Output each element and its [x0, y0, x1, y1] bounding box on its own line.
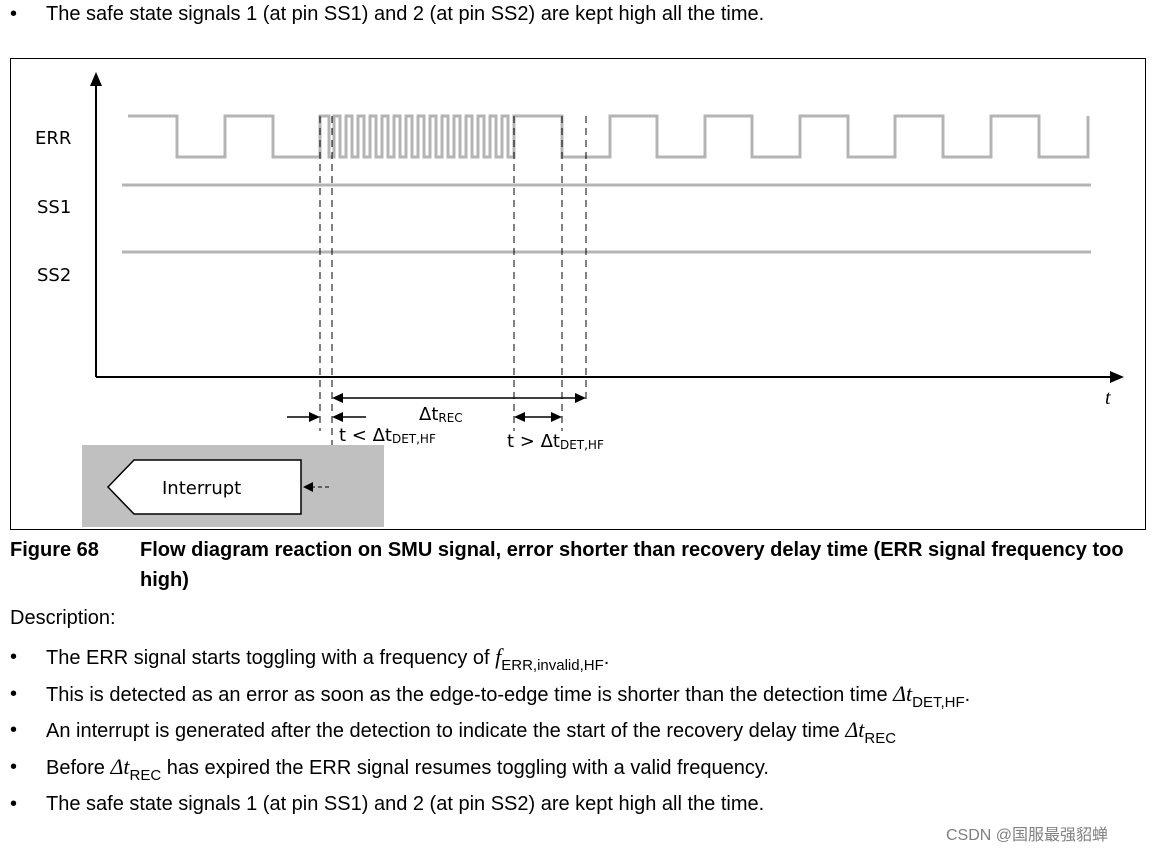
bullet-text: This is detected as an error as soon as …: [46, 681, 971, 712]
bullet-text: An interrupt is generated after the dete…: [46, 717, 897, 748]
bullet-text: Before ΔtREC has expired the ERR signal …: [46, 754, 769, 785]
watermark: CSDN @国服最强貂蝉: [946, 827, 1109, 844]
intro-bullet-text: The safe state signals 1 (at pin SS1) an…: [46, 3, 765, 25]
dt-rec-label: ΔtREC: [419, 404, 463, 425]
time-axis-label: t: [1105, 387, 1111, 409]
err-label: ERR: [35, 128, 71, 149]
description-label: Description:: [10, 607, 116, 629]
interrupt-shape: [106, 459, 302, 515]
bullet-marker: •: [10, 756, 18, 778]
short-interval-arrows: [287, 412, 366, 422]
long-interval-arrow: [514, 412, 562, 422]
figure-number: Figure 68: [10, 539, 99, 561]
interrupt-label: Interrupt: [162, 478, 241, 499]
bullet-marker: •: [10, 793, 18, 815]
timing-diagram-svg: t ERR SS1 SS2 ΔtREC: [35, 72, 1124, 527]
y-axis-arrow: [90, 72, 102, 86]
bullet-marker: •: [10, 719, 18, 741]
time-axis-arrow: [1110, 371, 1124, 383]
axes: t: [90, 72, 1124, 409]
ss1-label: SS1: [37, 197, 71, 218]
bullet-text: The safe state signals 1 (at pin SS1) an…: [46, 793, 765, 815]
bullet-marker: •: [10, 683, 18, 705]
bullet-marker: •: [10, 3, 18, 25]
short-interval-label: t < ΔtDET,HF: [339, 425, 436, 446]
dt-rec-arrow: [332, 393, 586, 403]
figure-title: Flow diagram reaction on SMU signal, err…: [140, 539, 1124, 591]
interrupt-arrow: [303, 482, 332, 492]
dashed-markers: [319, 116, 587, 489]
ss2-label: SS2: [37, 265, 71, 286]
bullet-text: The ERR signal starts toggling with a fr…: [46, 644, 610, 675]
timing-diagram: t ERR SS1 SS2 ΔtREC: [10, 58, 1146, 530]
long-interval-label: t > ΔtDET,HF: [507, 431, 604, 452]
err-waveform: [128, 114, 1090, 159]
bullet-marker: •: [10, 646, 18, 668]
